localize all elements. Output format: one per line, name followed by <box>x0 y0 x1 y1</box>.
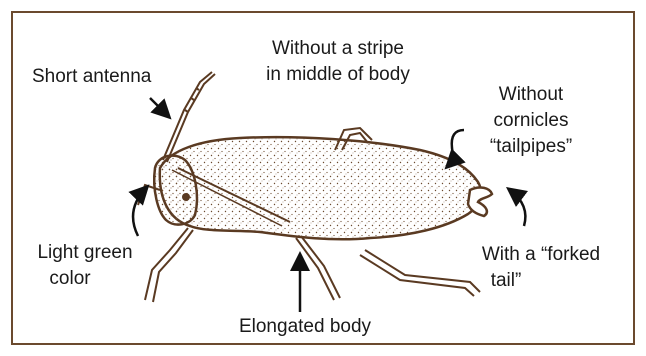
label-no-stripe-line1: Without a stripe <box>250 38 426 60</box>
arrow-cornicles <box>448 130 464 166</box>
label-no-cornicles-line3: “tailpipes” <box>472 136 590 158</box>
label-elongated-body: Elongated body <box>200 316 410 338</box>
label-short-antenna: Short antenna <box>32 66 151 88</box>
label-light-green-line1: Light green <box>20 242 150 264</box>
label-no-cornicles-line1: Without <box>472 84 590 106</box>
label-no-stripe-line2: in middle of body <box>248 64 428 86</box>
insect-body <box>154 137 492 239</box>
arrow-forked-tail <box>510 190 525 226</box>
label-no-cornicles-line2: cornicles <box>472 110 590 132</box>
label-forked-tail-line2: tail” <box>456 270 556 292</box>
label-forked-tail-line1: With a “forked <box>456 244 626 266</box>
arrow-light-green <box>133 188 146 236</box>
arrow-antenna <box>150 98 168 116</box>
label-light-green-line2: color <box>20 268 120 290</box>
